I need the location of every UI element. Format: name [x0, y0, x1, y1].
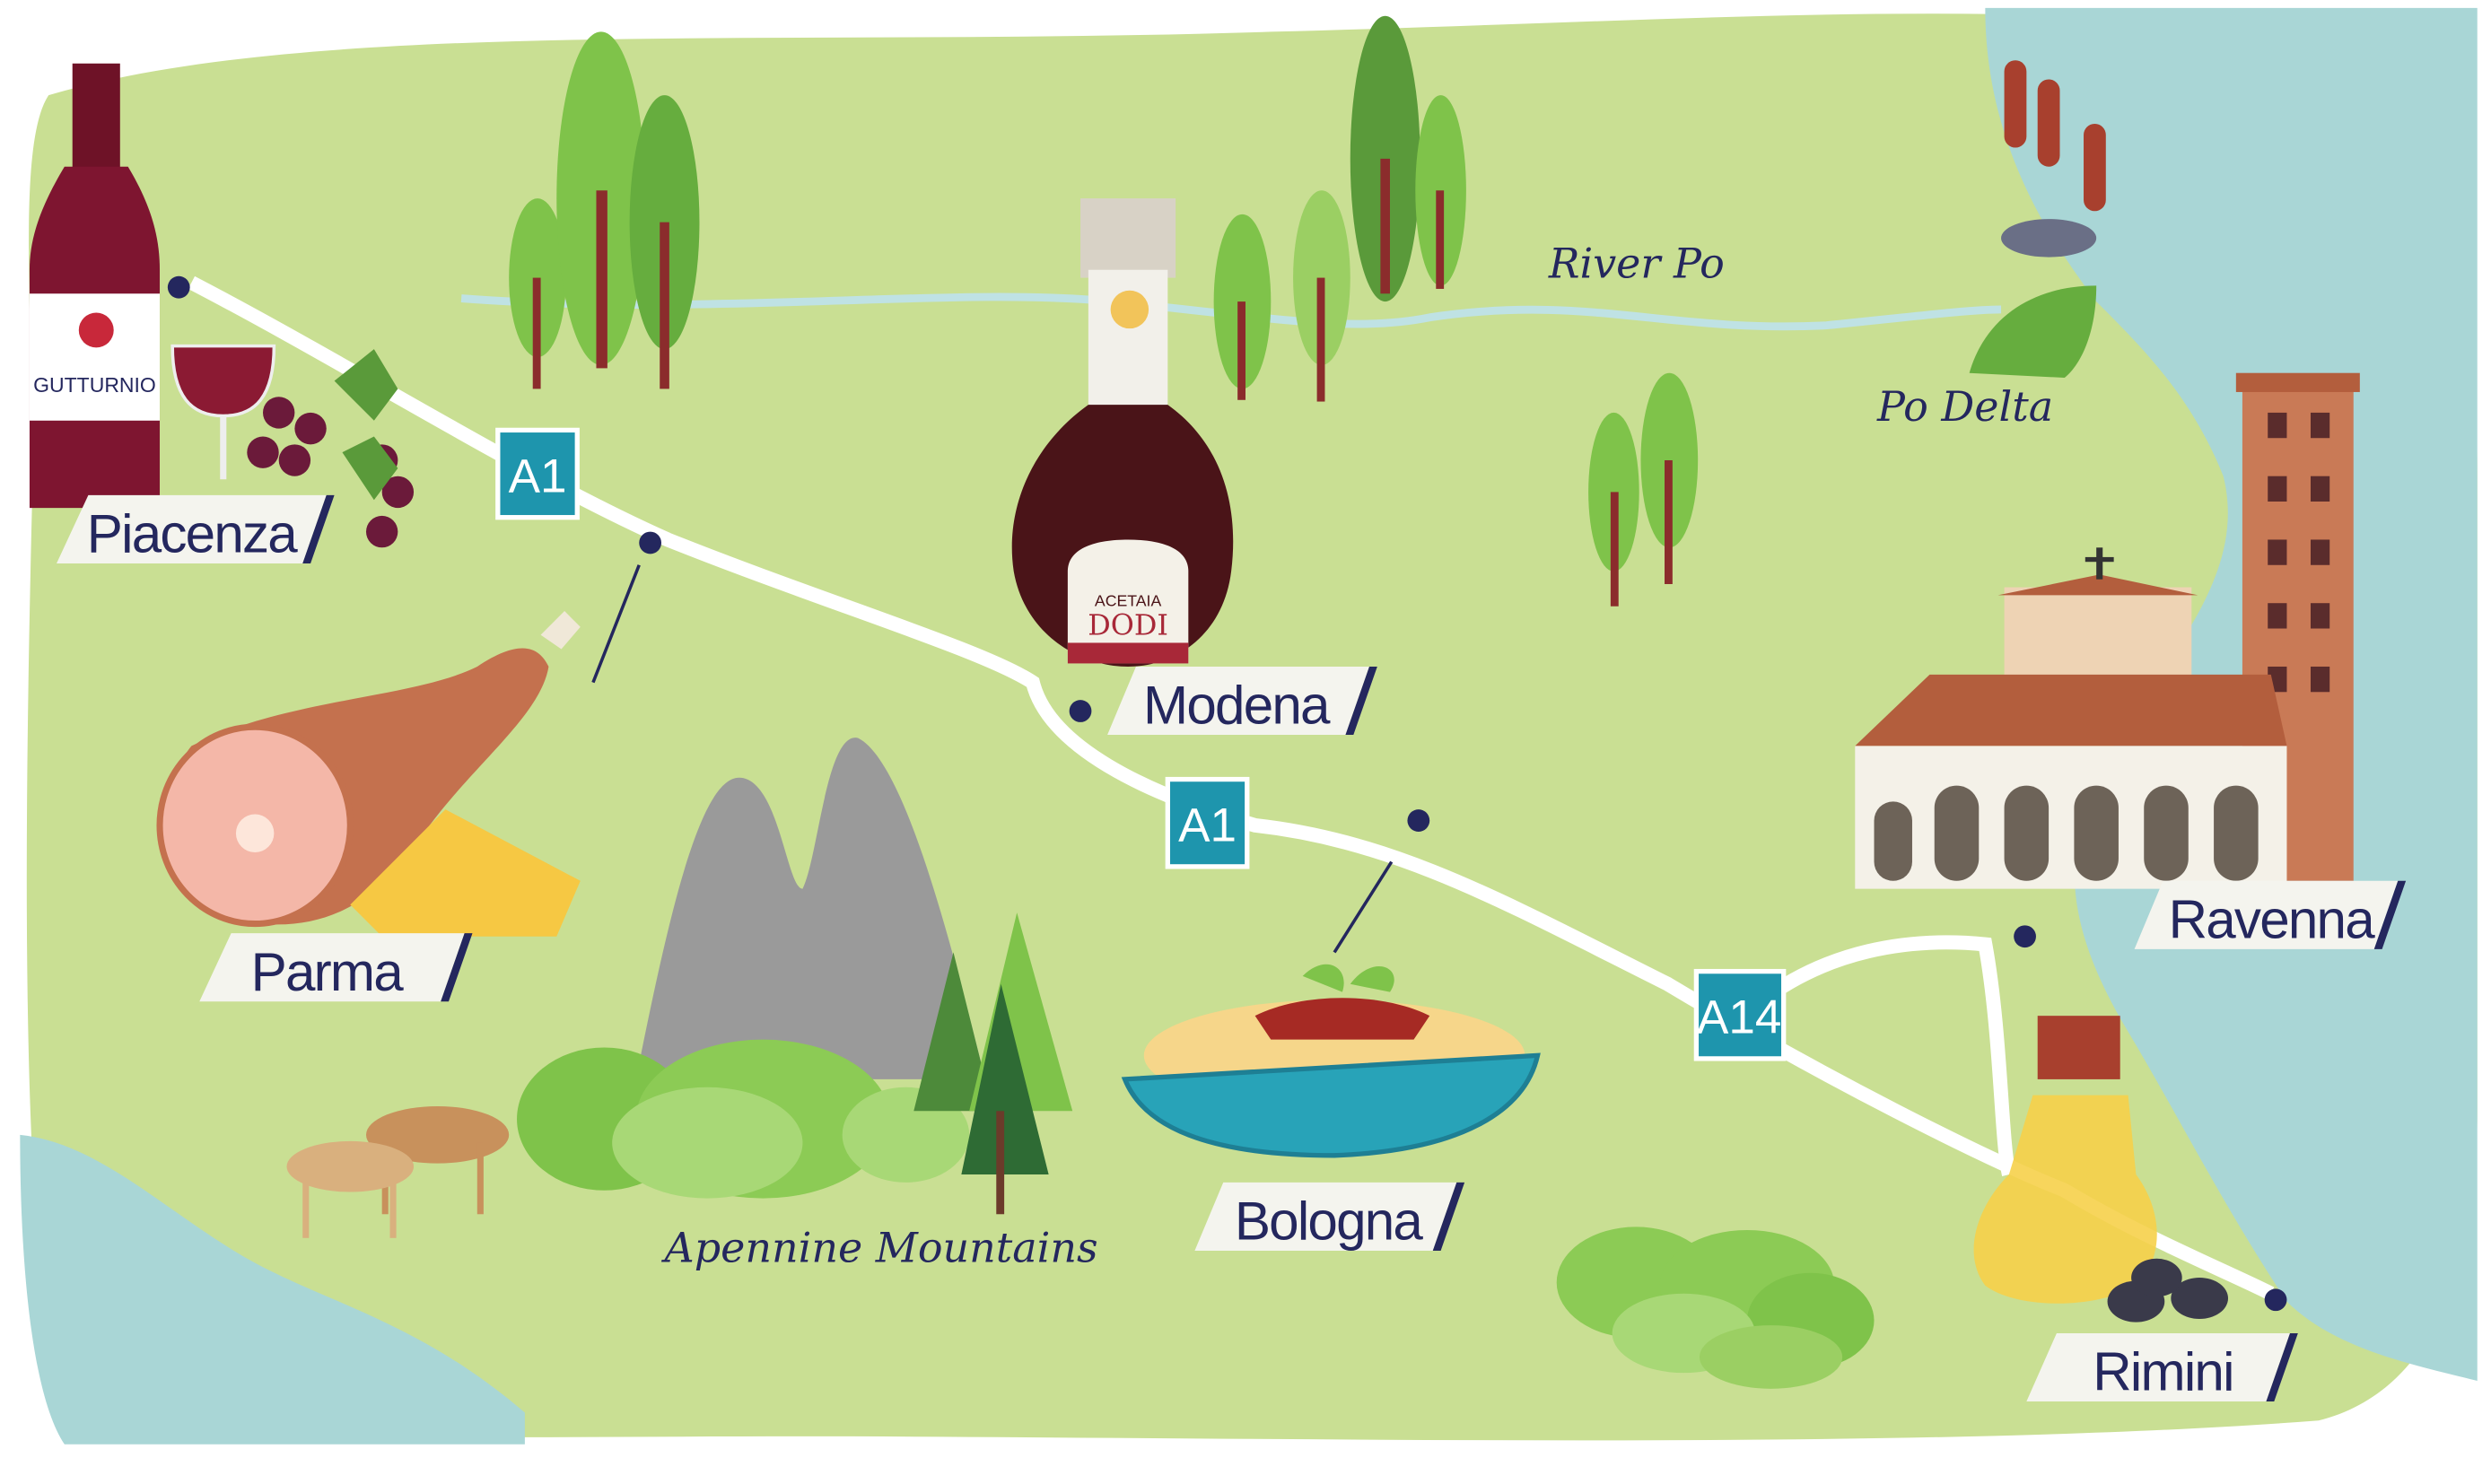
- city-label-modena: Modena: [1107, 666, 1377, 736]
- city-label-ravenna: Ravenna: [2134, 880, 2407, 949]
- motorway-a14: [1758, 935, 2016, 1176]
- svg-text:A1: A1: [509, 450, 567, 502]
- apennine-mountains-label: Apennine Mountains: [661, 1223, 1098, 1271]
- forest-north: [509, 15, 1699, 607]
- po-delta-label: Po Delta: [1876, 382, 2053, 431]
- svg-text:A1: A1: [1178, 799, 1237, 852]
- po-delta-reeds-bird: [1969, 60, 2106, 379]
- svg-text:Piacenza: Piacenza: [87, 504, 299, 564]
- vinegar-label-bottom: DODI: [1088, 608, 1168, 642]
- balsamic-vinegar-illustration: ACETAIA DODI: [1011, 198, 1234, 667]
- city-label-rimini: Rimini: [2026, 1332, 2298, 1402]
- road-badge-a1-north: A1: [495, 427, 580, 520]
- bolognese-pasta-illustration: [1121, 964, 1541, 1158]
- road-badge-a14: A14: [1693, 968, 1787, 1061]
- svg-text:Parma: Parma: [251, 942, 405, 1002]
- prosciutto-parmesan-illustration: [156, 611, 581, 937]
- svg-text:A14: A14: [1697, 991, 1781, 1044]
- hills-south: [1556, 1226, 1875, 1389]
- vinegar-label-top: ACETAIA: [1095, 592, 1162, 610]
- ravenna-basilica-illustration: [1855, 372, 2360, 889]
- svg-text:Bologna: Bologna: [1235, 1192, 1424, 1252]
- city-label-bologna: Bologna: [1194, 1182, 1465, 1252]
- city-label-piacenza: Piacenza: [57, 494, 335, 564]
- city-markers: [167, 275, 2287, 1312]
- apennine-mountains-illustration: [517, 738, 1073, 1215]
- wine-label: GUTTURNIO: [33, 373, 156, 397]
- city-label-parma: Parma: [199, 933, 473, 1002]
- svg-text:Ravenna: Ravenna: [2169, 889, 2376, 949]
- river-po: [460, 292, 2002, 331]
- svg-text:Modena: Modena: [1143, 676, 1331, 736]
- river-po-label: River Po: [1548, 240, 1725, 288]
- olive-oil-illustration: [1973, 1016, 2229, 1323]
- deer-illustration: [286, 1105, 510, 1238]
- gutturnio-wine-illustration: GUTTURNIO: [29, 63, 415, 548]
- road-badge-a1-south: A1: [1165, 776, 1250, 869]
- sea-southwest: [20, 1134, 525, 1445]
- svg-text:Rimini: Rimini: [2093, 1342, 2233, 1402]
